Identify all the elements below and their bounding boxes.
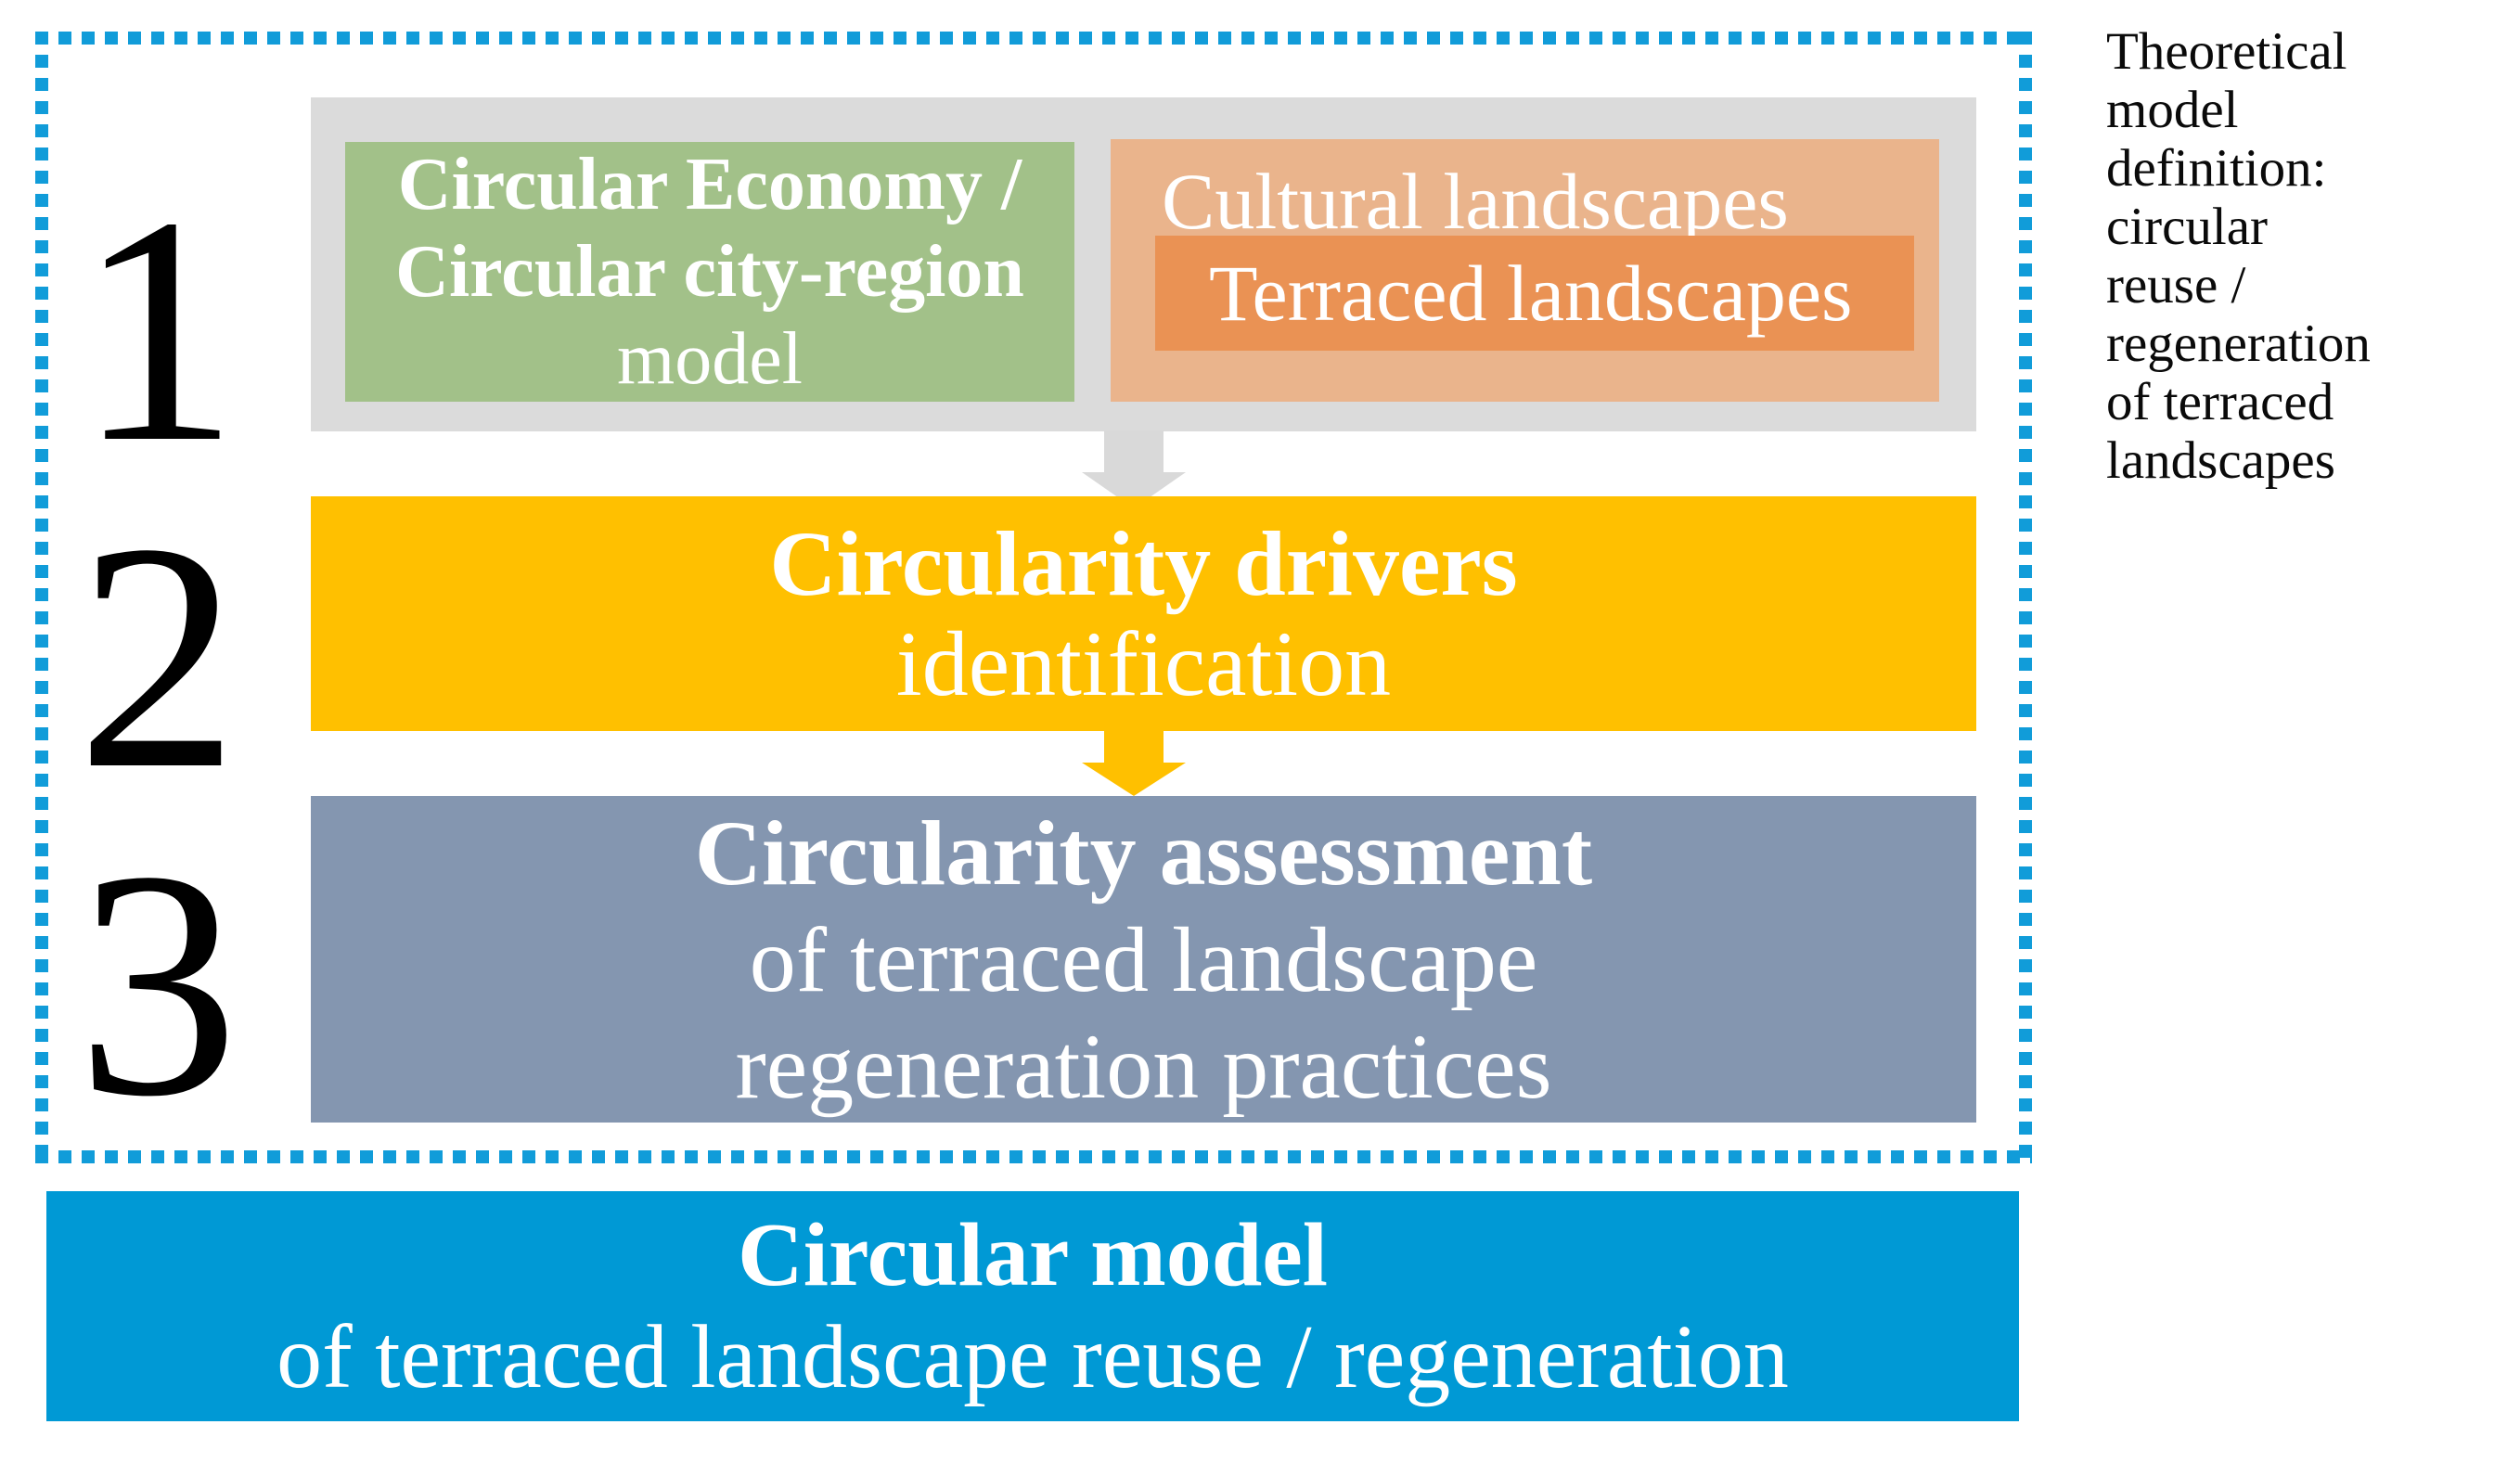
circularity-assessment-title: Circularity assessment (694, 801, 1593, 905)
circular-economy-box: Circular Economy / Circular city-region … (345, 142, 1074, 402)
circularity-assessment-box: Circularity assessment of terraced lands… (311, 796, 1976, 1123)
frame-border-right (2019, 32, 2032, 1163)
frame-border-left (35, 32, 48, 1163)
arrow-step2-shaft (1104, 731, 1164, 763)
arrow-step1-shaft (1104, 430, 1164, 472)
circular-model-subtitle: of terraced landscape reuse / regenerati… (276, 1307, 1789, 1407)
step-3-number: 3 (76, 803, 239, 1163)
circular-model-result-box: Circular model of terraced landscape reu… (46, 1191, 2019, 1421)
terraced-landscapes-box: Terraced landscapes (1155, 236, 1914, 351)
green-box-line2: Circular city-region (395, 231, 1024, 313)
figure-side-caption: Theoretical model definition: circular r… (2080, 22, 2520, 490)
circularity-assessment-line3: regeneration practices (735, 1014, 1552, 1118)
frame-border-bottom (35, 1150, 2032, 1163)
frame-border-top (35, 32, 2032, 45)
caption-line: regeneration (2106, 314, 2371, 373)
cultural-landscapes-label: Cultural landscapes (1162, 157, 1789, 246)
caption-line: of terraced (2106, 373, 2334, 431)
caption-line: definition: (2106, 139, 2327, 198)
caption-line: Theoretical (2106, 22, 2347, 81)
circularity-drivers-subtitle: identification (895, 611, 1392, 715)
caption-line: landscapes (2106, 431, 2335, 490)
arrow-step2-head (1082, 763, 1186, 796)
green-box-line1: Circular Economy / (397, 144, 1022, 225)
step-2-number: 2 (76, 476, 239, 836)
circular-model-title: Circular model (737, 1205, 1329, 1305)
circularity-drivers-box: Circularity drivers identification (311, 496, 1976, 731)
theoretical-model-dotted-frame (35, 32, 2032, 1163)
green-box-line3: model (617, 318, 803, 400)
circularity-drivers-title: Circularity drivers (769, 511, 1518, 615)
caption-line: circular (2106, 198, 2269, 256)
caption-line: model (2106, 81, 2239, 139)
terraced-landscapes-label: Terraced landscapes (1209, 249, 1853, 338)
cultural-landscapes-box: Cultural landscapes Terraced landscapes (1111, 139, 1939, 402)
step-1-number: 1 (76, 149, 239, 509)
arrow-step2-to-step3 (1082, 731, 1186, 796)
circularity-assessment-line2: of terraced landscape (749, 907, 1538, 1011)
caption-line: reuse / (2106, 256, 2246, 314)
